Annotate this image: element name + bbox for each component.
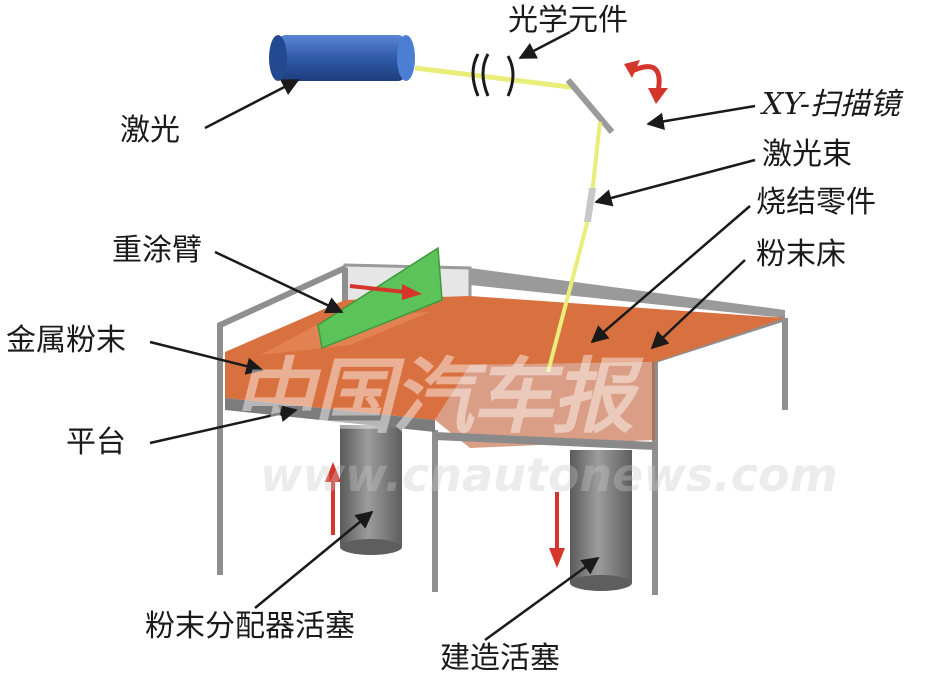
leader-lines — [149, 30, 756, 642]
frame-top-plate — [470, 268, 785, 318]
rotation-arrow-head — [648, 88, 668, 104]
label-xy-scanner: XY-扫描镜 — [762, 87, 901, 122]
rotation-arrow-tail — [624, 60, 640, 78]
build-down-arrow — [549, 492, 565, 568]
optics-element — [471, 53, 515, 97]
build-platform-slab — [435, 432, 655, 450]
dispenser-piston — [340, 425, 402, 555]
recoater-arm — [317, 246, 443, 350]
platform-slab — [225, 398, 435, 432]
label-build-piston: 建造活塞 — [440, 641, 560, 676]
dispenser-up-arrow — [325, 462, 341, 535]
beam-segment-1 — [414, 65, 579, 91]
label-dispenser-piston: 粉末分配器活塞 — [145, 609, 355, 644]
label-metal-powder: 金属粉末 — [6, 323, 126, 358]
label-optics: 光学元件 — [508, 3, 628, 38]
beam-focus-marker — [584, 188, 596, 222]
powder-bed-surface — [435, 362, 655, 448]
label-laser: 激光 — [120, 113, 180, 148]
label-sintered-part: 烧结零件 — [756, 185, 876, 220]
recoater-direction-arrow — [349, 284, 422, 300]
label-platform: 平台 — [66, 425, 126, 460]
laser-body — [269, 35, 415, 81]
scanner-mirror — [565, 78, 615, 134]
label-recoater: 重涂臂 — [112, 233, 202, 268]
label-powder-bed: 粉末床 — [756, 237, 846, 272]
label-laser-beam: 激光束 — [762, 137, 852, 172]
build-piston — [570, 450, 632, 591]
